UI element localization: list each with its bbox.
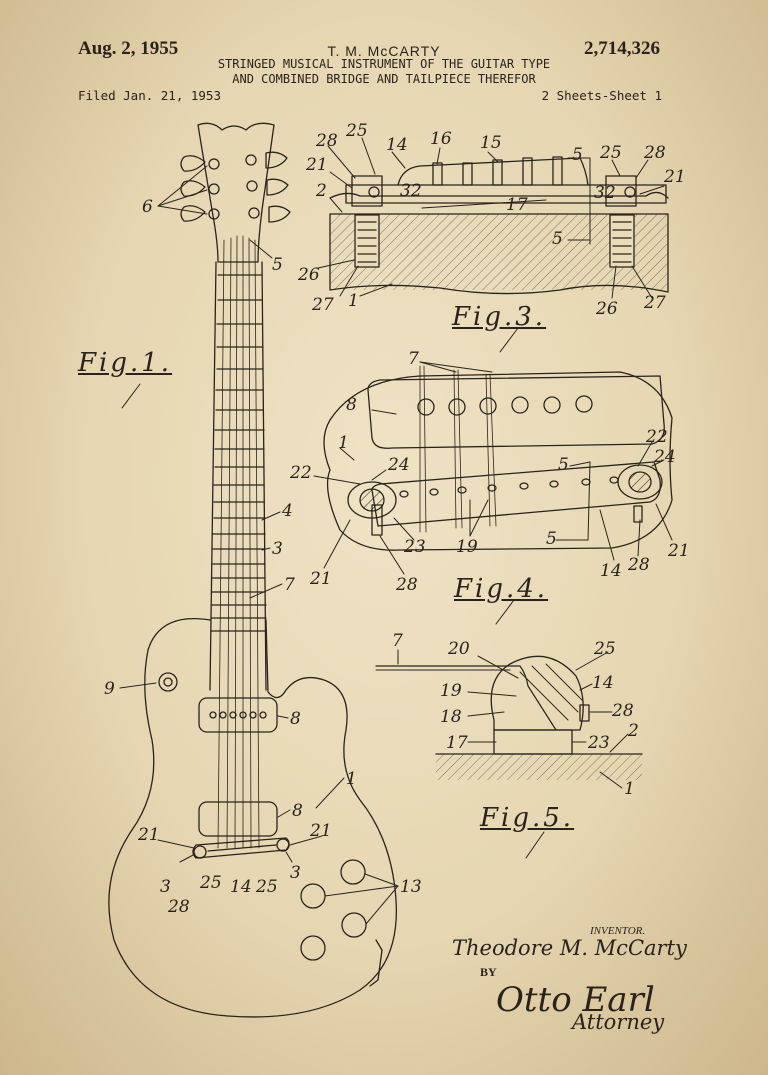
fig4-label: 14 <box>600 561 622 581</box>
pickup-bridge <box>199 802 277 836</box>
fig3-label: 28 <box>315 131 338 151</box>
fig3-label: 26 <box>595 299 618 319</box>
fig1-label: 8 <box>290 709 301 729</box>
fig4-label: 23 <box>403 537 426 557</box>
fig3-label: 27 <box>643 293 666 313</box>
fig1-label: 4 <box>281 501 293 521</box>
fig4-label: 19 <box>456 537 478 557</box>
fig4-label: 22 <box>289 463 312 483</box>
fig1-label: 3 <box>160 877 171 897</box>
fig4-label: 24 <box>387 455 410 475</box>
fig3-label: 26 <box>297 265 320 285</box>
fig5-label: 28 <box>611 701 634 721</box>
fig3-label: 21 <box>305 155 328 175</box>
fig3-label: 27 <box>311 295 334 315</box>
control-knobs <box>301 860 366 960</box>
guitar-body-edge <box>370 940 382 986</box>
fig3-label: 17 <box>506 195 528 215</box>
fig5-label: 19 <box>440 681 462 701</box>
fig4-label: 5 <box>558 455 569 475</box>
fig5-bridge-profile <box>491 656 583 730</box>
fig3-label: 28 <box>643 143 666 163</box>
fig5-screw <box>580 705 589 721</box>
fig3-label: 21 <box>663 167 686 187</box>
fig4-label: 7 <box>408 349 419 369</box>
fig5-label: 2 <box>627 721 639 741</box>
fig1-label: 14 <box>230 877 252 897</box>
fig4-body-break <box>324 372 672 550</box>
fig4-label: 21 <box>667 541 690 561</box>
fig5-label: 14 <box>592 673 614 693</box>
fig5-stud-base <box>494 730 572 754</box>
fig4-caption: Fig.4. <box>454 574 548 604</box>
fig5-body-hatch <box>436 754 642 780</box>
fig3-label: 5 <box>572 145 583 165</box>
fig3-label: 14 <box>386 135 408 155</box>
tuning-pegs <box>181 152 290 222</box>
fig3-caption: Fig.3. <box>452 302 546 332</box>
fig4-label: 21 <box>309 569 332 589</box>
fig1-label: 3 <box>272 539 283 559</box>
fig3-label: 5 <box>552 229 563 249</box>
fig3-label: 1 <box>348 291 359 311</box>
by-label: BY <box>480 965 497 980</box>
fig5-label: 23 <box>587 733 610 753</box>
fig4-label: 5 <box>546 529 557 549</box>
fig3-label: 32 <box>400 181 422 201</box>
bridge-tailpiece <box>193 838 289 858</box>
fig5-label: 7 <box>392 631 403 651</box>
fig3-label: 25 <box>345 121 368 141</box>
fig4-label: 22 <box>645 427 668 447</box>
fig4-pickup-poles <box>418 396 592 415</box>
fig1-label: 9 <box>104 679 115 699</box>
fig1-label: 21 <box>309 821 332 841</box>
fig1-label: 28 <box>167 897 190 917</box>
fig5-label: 18 <box>440 707 462 727</box>
fig1-label: 1 <box>346 769 357 789</box>
inventor-signature: Theodore M. McCarty <box>452 936 687 960</box>
attorney-role: Attorney <box>572 1010 664 1034</box>
fig3-label: 15 <box>480 133 502 153</box>
fig1-label: 8 <box>292 801 303 821</box>
guitar-strings <box>218 236 259 848</box>
fig1-label: 5 <box>272 255 283 275</box>
fig5-label: 20 <box>447 639 470 659</box>
fig1-label: 6 <box>142 197 153 217</box>
fig3-label: 2 <box>315 181 327 201</box>
guitar-body-outline <box>109 619 396 1017</box>
fig4-label: 28 <box>395 575 418 595</box>
guitar-headstock <box>198 123 274 262</box>
fig5-label: 1 <box>624 779 635 799</box>
fig1-label: 13 <box>400 877 422 897</box>
fig1-caption: Fig.1. <box>78 348 172 378</box>
fig3-label: 25 <box>599 143 622 163</box>
fig1-label: 25 <box>255 877 278 897</box>
fig5-caption: Fig.5. <box>480 803 574 833</box>
pickup-neck <box>199 698 277 732</box>
fig1-label: 25 <box>199 873 222 893</box>
fig1-label: 7 <box>284 575 295 595</box>
fig5-label: 25 <box>593 639 616 659</box>
fig1-label: 21 <box>137 825 160 845</box>
fig4-label: 8 <box>346 395 357 415</box>
fig4-label: 24 <box>653 447 676 467</box>
fig3-top-surface-break <box>330 192 668 198</box>
fig3-label: 32 <box>594 183 616 203</box>
fig4-label: 1 <box>338 433 349 453</box>
toggle-switch <box>159 673 177 691</box>
fig5-label: 17 <box>446 733 468 753</box>
fig1-caption-tail <box>122 384 140 408</box>
fig3-label: 16 <box>430 129 452 149</box>
fig4-label: 28 <box>627 555 650 575</box>
fig5-string-path <box>376 666 556 730</box>
fig1-label: 3 <box>290 863 301 883</box>
fig5-caption-tail <box>526 832 544 858</box>
fig4-bridge-bar <box>372 462 660 526</box>
fig4-reference-numerals: 7 8 1 22 24 22 24 5 23 19 5 14 28 21 21 … <box>289 349 690 595</box>
